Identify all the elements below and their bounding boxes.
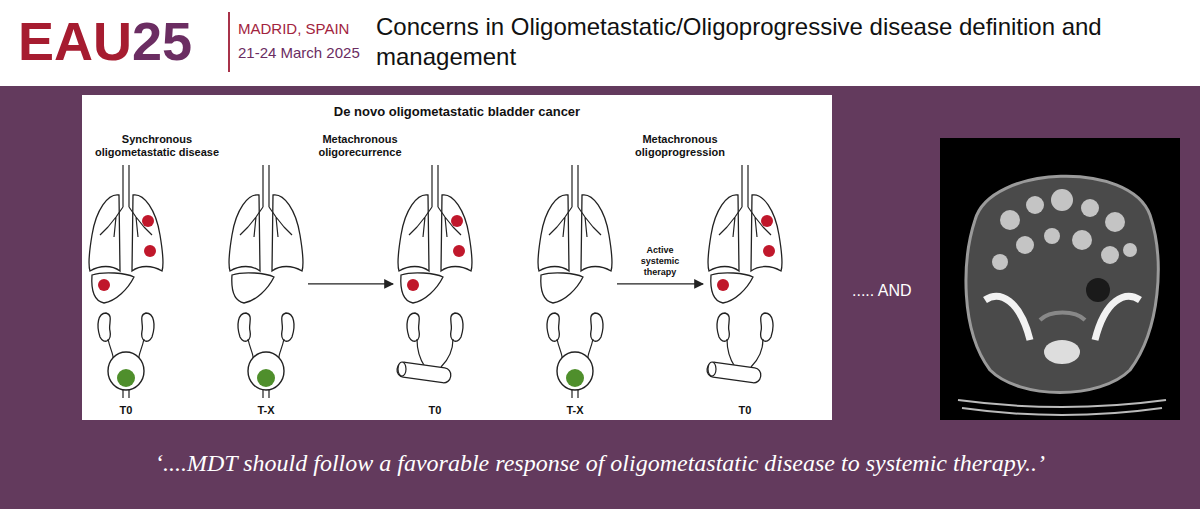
venue-text: MADRID, SPAIN: [238, 20, 349, 38]
diagram-panel: De novo oligometastatic bladder cancerT0…: [82, 95, 832, 420]
date-text: 21-24 March 2025: [238, 44, 360, 62]
stage-figure: T0: [705, 165, 785, 418]
arrow-connector: [617, 283, 703, 284]
time-label: T0: [395, 403, 475, 417]
stage-figure: T0: [86, 165, 166, 418]
arrow-connector: [308, 283, 393, 284]
column-heading: Metachronous oligoprogression: [620, 133, 740, 159]
column-heading: Synchronous oligometastatic disease: [82, 133, 232, 159]
column-heading: Metachronous oligorecurrence: [300, 133, 420, 159]
quote-caption: ‘....MDT should follow a favorable respo…: [20, 448, 1180, 478]
arrow-label: Active systemic therapy: [631, 245, 689, 278]
and-note: ..... AND: [852, 281, 912, 301]
stage-figure: T-X: [535, 165, 615, 418]
stage-figure: T-X: [226, 165, 306, 418]
time-label: T-X: [226, 403, 306, 417]
time-label: T0: [705, 403, 785, 417]
stage-figure: T0: [395, 165, 475, 418]
logo-text: EAU: [18, 10, 132, 72]
time-label: T-X: [535, 403, 615, 417]
panel-heading: De novo oligometastatic bladder cancer: [82, 104, 832, 120]
slide-title: Concerns in Oligometastatic/Oligoprogres…: [376, 12, 1124, 72]
logo-text: 25: [132, 10, 192, 72]
time-label: T0: [86, 403, 166, 417]
